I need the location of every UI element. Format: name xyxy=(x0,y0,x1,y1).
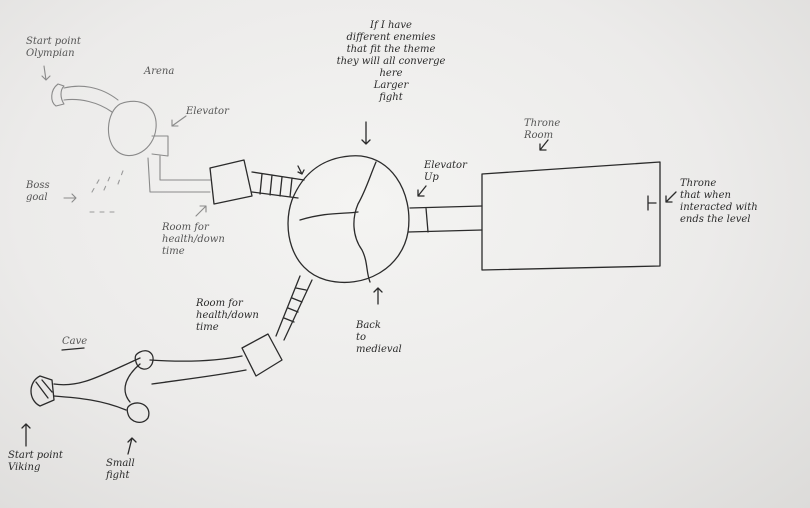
arrow-room-top xyxy=(196,206,206,216)
label-small-fight: Small fight xyxy=(106,458,135,482)
arena-shape xyxy=(108,101,156,155)
arrow-elevator-up xyxy=(418,186,426,196)
arrow-hub-left xyxy=(298,166,304,174)
arrow-enemies xyxy=(362,122,370,144)
arrow-throne xyxy=(666,192,676,202)
arrow-boss-goal xyxy=(64,194,76,202)
room-top-shape xyxy=(210,160,252,204)
stairs-bottom xyxy=(276,276,312,340)
stairs-top xyxy=(252,172,304,198)
arrow-viking xyxy=(22,424,30,446)
throne-marker xyxy=(648,196,656,210)
start-cap-olympian xyxy=(52,84,64,106)
room-bottom-shape xyxy=(242,334,282,376)
corridor-to-throne xyxy=(408,206,482,232)
small-fight-node-bottom xyxy=(127,403,149,422)
elevator-block xyxy=(152,136,168,156)
label-throne-note: Throne that when interacted with ends th… xyxy=(680,178,758,226)
arrow-olympian xyxy=(42,66,50,80)
arrow-elevator xyxy=(172,116,186,126)
label-start-olympian: Start point Olympian xyxy=(26,36,81,60)
hub-cracks xyxy=(300,162,376,282)
label-arena: Arena xyxy=(144,66,174,78)
label-elevator-up: Elevator Up xyxy=(424,160,467,184)
label-enemies-note: If I have different enemies that fit the… xyxy=(316,20,466,104)
cave-corridors xyxy=(54,356,246,410)
corridor-arena-room xyxy=(148,156,210,192)
label-room-top: Room for health/down time xyxy=(162,222,225,258)
arrow-back xyxy=(374,288,382,304)
boss-goal-dashes xyxy=(90,168,124,212)
arrow-small-fight xyxy=(128,438,136,454)
central-hub xyxy=(288,156,409,283)
throne-room xyxy=(482,162,660,270)
start-cap-viking xyxy=(31,376,54,406)
label-start-viking: Start point Viking xyxy=(8,450,63,474)
label-elevator-left: Elevator xyxy=(186,106,229,118)
path-start-to-arena xyxy=(64,86,118,112)
label-boss-goal: Boss goal xyxy=(26,180,50,204)
label-throne-room: Throne Room xyxy=(524,118,560,142)
label-room-bottom: Room for health/down time xyxy=(196,298,259,334)
label-back-medieval: Back to medieval xyxy=(356,320,402,356)
label-cave: Cave xyxy=(62,336,87,348)
cave-underline xyxy=(62,348,84,350)
